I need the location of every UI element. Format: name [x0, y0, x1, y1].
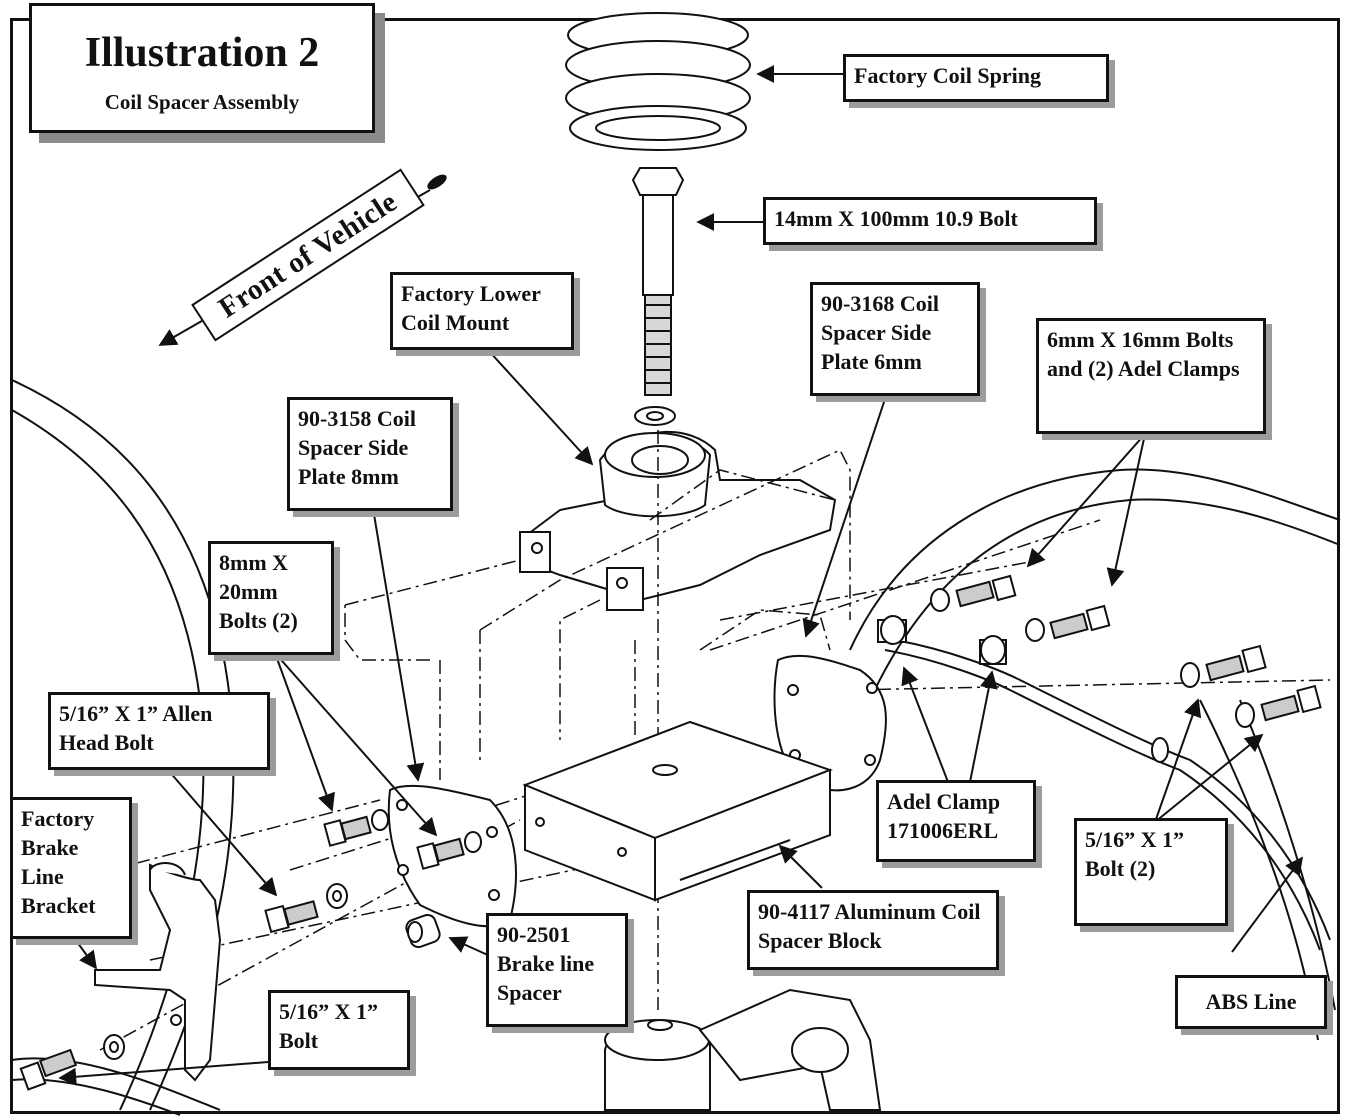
illustration-title: Illustration 2 — [84, 30, 320, 76]
label-abs-line: ABS Line — [1175, 975, 1327, 1029]
label-factory-brake-line-bracket: Factory Brake Line Bracket — [10, 797, 132, 939]
label-bolts-8mm: 8mm X 20mm Bolts (2) — [208, 541, 334, 655]
bolts-5-16-right — [1180, 644, 1322, 728]
bolt-14mm — [631, 167, 685, 426]
label-bolt-5-16-2: 5/16” X 1” Bolt (2) — [1074, 818, 1228, 926]
bolts-8mm — [323, 809, 482, 870]
label-bolt-14mm: 14mm X 100mm 10.9 Bolt — [763, 197, 1097, 245]
knuckle-part — [604, 988, 882, 1111]
brake-line-spacer-part — [405, 913, 441, 949]
coil-spring — [565, 12, 751, 151]
aluminum-block — [522, 720, 833, 902]
label-allen-head-bolt: 5/16” X 1” Allen Head Bolt — [48, 692, 270, 770]
label-side-plate-6mm: 90-3168 Coil Spacer Side Plate 6mm — [810, 282, 980, 396]
lower-coil-mount — [519, 430, 837, 611]
lower-bolt — [19, 1034, 125, 1091]
label-factory-lower-coil-mount: Factory Lower Coil Mount — [390, 272, 574, 350]
label-bolt-5-16: 5/16” X 1” Bolt — [268, 990, 410, 1070]
illustration-title-box: Illustration 2 Coil Spacer Assembly — [29, 3, 375, 133]
leader-arrows — [58, 65, 1304, 1086]
label-brake-line-spacer: 90-2501 Brake line Spacer — [486, 913, 628, 1027]
label-factory-coil-spring: Factory Coil Spring — [843, 54, 1109, 102]
adel-clamps-abs — [877, 615, 1331, 951]
label-bolts-6mm-adel: 6mm X 16mm Bolts and (2) Adel Clamps — [1036, 318, 1266, 434]
allen-bolt — [264, 883, 348, 934]
brake-line-bracket-part — [94, 862, 222, 1082]
bolts-6mm — [930, 574, 1111, 642]
side-plate-6mm — [773, 654, 887, 792]
illustration-subtitle: Coil Spacer Assembly — [104, 90, 300, 114]
label-adel-clamp: Adel Clamp 171006ERL — [876, 780, 1036, 862]
label-aluminum-block: 90-4117 Aluminum Coil Spacer Block — [747, 890, 999, 970]
label-side-plate-8mm: 90-3158 Coil Spacer Side Plate 8mm — [287, 397, 453, 511]
